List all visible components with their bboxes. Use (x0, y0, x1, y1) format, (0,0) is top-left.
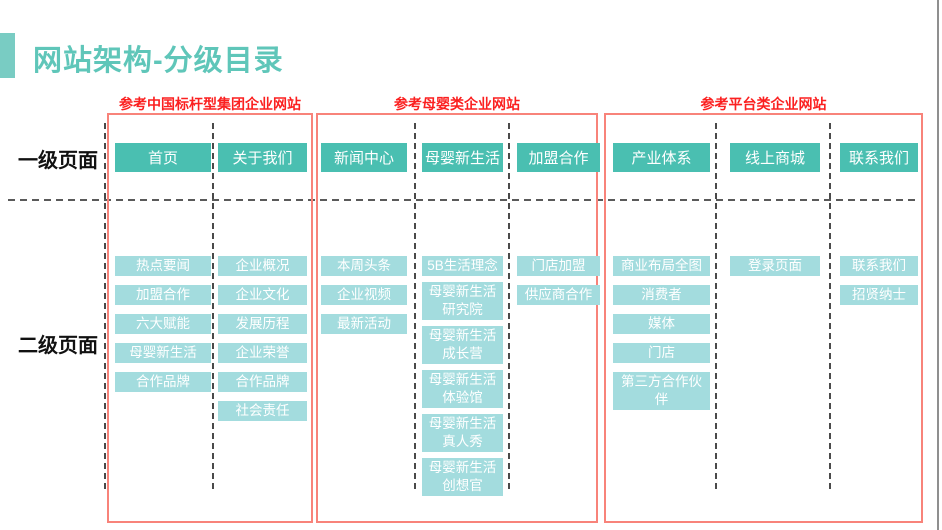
column-divider-line (508, 123, 510, 491)
sitemap-column-home: 首页 热点要闻 加盟合作 六大赋能 母婴新生活 合作品牌 (115, 115, 211, 392)
sitemap-column-about: 关于我们 企业概况 企业文化 发展历程 企业荣誉 合作品牌 社会责任 (218, 115, 307, 421)
level2-page-button: 门店加盟 (517, 256, 600, 276)
section-platform: 参考平台类企业网站 产业体系 商业布局全图 消费者 媒体 门店 第三方合作伙伴 … (604, 96, 923, 523)
page-title: 网站架构-分级目录 (33, 45, 284, 77)
level2-page-button: 母婴新生活真人秀 (422, 414, 503, 452)
level2-stack: 门店加盟 供应商合作 (517, 256, 600, 305)
column-divider-line (715, 123, 717, 491)
row-label-level1: 一级页面 (18, 150, 98, 172)
level1-page-button: 新闻中心 (321, 143, 407, 172)
level2-page-button: 本周头条 (321, 256, 407, 276)
level2-page-button: 最新活动 (321, 314, 407, 334)
level2-page-button: 六大赋能 (115, 314, 211, 334)
level1-page-button: 首页 (115, 143, 211, 172)
level2-page-button: 发展历程 (218, 314, 307, 334)
sitemap-column-join: 加盟合作 门店加盟 供应商合作 (517, 115, 600, 305)
level2-page-button: 消费者 (613, 285, 710, 305)
level2-stack: 登录页面 (730, 256, 820, 276)
level2-page-button: 登录页面 (730, 256, 820, 276)
level2-stack: 5B生活理念 母婴新生活研究院 母婴新生活成长营 母婴新生活体验馆 母婴新生活真… (422, 256, 503, 496)
column-divider-line (829, 123, 831, 491)
level2-page-button: 合作品牌 (218, 372, 307, 392)
level2-stack: 本周头条 企业视频 最新活动 (321, 256, 407, 334)
level2-page-button: 5B生活理念 (422, 256, 503, 276)
level2-page-button: 门店 (613, 343, 710, 363)
level2-stack: 热点要闻 加盟合作 六大赋能 母婴新生活 合作品牌 (115, 256, 211, 392)
level2-page-button: 母婴新生活创想官 (422, 458, 503, 496)
level2-page-button: 社会责任 (218, 401, 307, 421)
level1-page-button: 母婴新生活 (422, 143, 503, 172)
sitemap-column-mall: 线上商城 登录页面 (730, 115, 820, 276)
level1-page-button: 加盟合作 (517, 143, 600, 172)
level1-page-button: 关于我们 (218, 143, 307, 172)
level2-page-button: 热点要闻 (115, 256, 211, 276)
section-label: 参考中国标杆型集团企业网站 (119, 96, 301, 112)
column-divider-line (212, 123, 214, 491)
level2-page-button: 招贤纳士 (840, 285, 918, 305)
level2-page-button: 企业文化 (218, 285, 307, 305)
section-benchmark-group: 参考中国标杆型集团企业网站 首页 热点要闻 加盟合作 六大赋能 母婴新生活 合作… (107, 96, 313, 523)
level2-page-button: 企业视频 (321, 285, 407, 305)
level2-page-button: 供应商合作 (517, 285, 600, 305)
level2-page-button: 媒体 (613, 314, 710, 334)
level1-page-button: 线上商城 (730, 143, 820, 172)
sitemap-column-contact: 联系我们 联系我们 招贤纳士 (840, 115, 918, 305)
column-divider-line (104, 123, 106, 489)
level2-page-button: 企业荣誉 (218, 343, 307, 363)
sitemap-column-newlife: 母婴新生活 5B生活理念 母婴新生活研究院 母婴新生活成长营 母婴新生活体验馆 … (422, 115, 503, 496)
level2-stack: 联系我们 招贤纳士 (840, 256, 918, 305)
section-label: 参考平台类企业网站 (700, 96, 827, 112)
level-divider-line (8, 199, 918, 201)
column-divider-line (414, 123, 416, 491)
level2-page-button: 企业概况 (218, 256, 307, 276)
level2-page-button: 合作品牌 (115, 372, 211, 392)
title-accent-square (0, 33, 15, 78)
sitemap-column-news: 新闻中心 本周头条 企业视频 最新活动 (321, 115, 407, 334)
level2-page-button: 母婴新生活体验馆 (422, 370, 503, 408)
level2-page-button: 母婴新生活 (115, 343, 211, 363)
slide-edge-line (937, 0, 939, 530)
level1-page-button: 联系我们 (840, 143, 918, 172)
sitemap-column-industry: 产业体系 商业布局全图 消费者 媒体 门店 第三方合作伙伴 (613, 115, 710, 410)
row-label-level2: 二级页面 (18, 335, 98, 357)
section-label: 参考母婴类企业网站 (394, 96, 520, 112)
level1-page-button: 产业体系 (613, 143, 710, 172)
level2-page-button: 母婴新生活成长营 (422, 326, 503, 364)
level2-stack: 商业布局全图 消费者 媒体 门店 第三方合作伙伴 (613, 256, 710, 410)
level2-stack: 企业概况 企业文化 发展历程 企业荣誉 合作品牌 社会责任 (218, 256, 307, 421)
level2-page-button: 联系我们 (840, 256, 918, 276)
section-mother-baby: 参考母婴类企业网站 新闻中心 本周头条 企业视频 最新活动 母婴新生活 5B生活… (316, 96, 600, 523)
level2-page-button: 商业布局全图 (613, 256, 710, 276)
level2-page-button: 加盟合作 (115, 285, 211, 305)
level2-page-button: 第三方合作伙伴 (613, 372, 710, 410)
level2-page-button: 母婴新生活研究院 (422, 282, 503, 320)
